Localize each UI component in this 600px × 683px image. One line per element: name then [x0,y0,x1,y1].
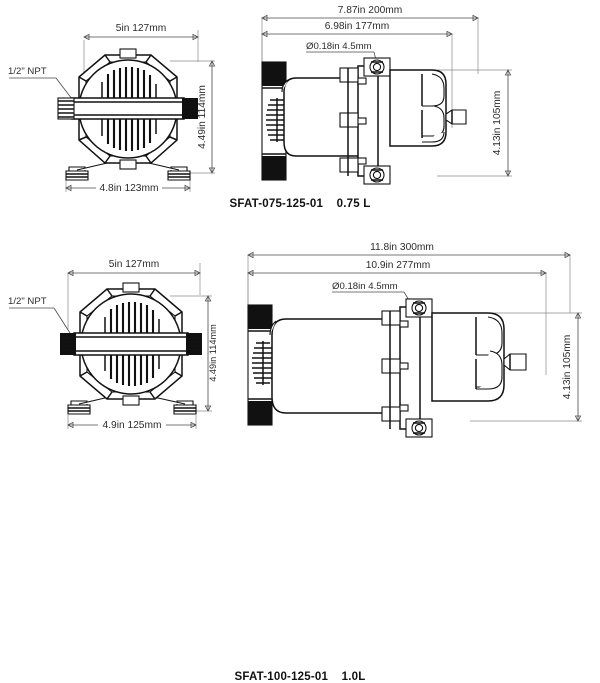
outlet-nozzle-side [445,109,467,125]
npt-port-right-front-2 [186,333,202,355]
dim-label-side-inner: 6.98in 177mm [325,21,390,32]
callout-npt-front: 1/2" NPT [8,66,73,100]
dim-label-front-right-2: 4.49in 114mm [208,324,218,382]
callout-label-npt: 1/2" NPT [8,66,47,77]
pump-body-front-2 [73,293,189,395]
dim-side-length-inner-2: 10.9in 277mm [247,260,547,375]
front-view-sfat-075: 5in 127mm 4.49in 114mm [8,23,216,194]
callout-npt-front-2: 1/2" NPT [8,296,71,334]
npt-port-left-front-2 [60,333,76,355]
side-view-sfat-100: 11.8in 300mm 10.9in 277mm Ø0.18in 4.5mm [247,242,582,438]
front-view-sfat-100: 5in 127mm 4.49in 114mm [8,259,218,431]
tank-body-side [281,77,365,157]
side-view-sfat-075: 7.87in 200mm 6.98in 177mm Ø0.18in 4.5mm [261,5,512,185]
drawing-sfat-075: 5in 127mm 4.49in 114mm [8,5,512,194]
dim-label-side-outer-2: 11.8in 300mm [370,242,434,253]
port-thread-detail-side-2 [252,341,274,385]
motor-housing-side [389,69,447,147]
dim-label-side-outer: 7.87in 200mm [338,5,403,16]
mounting-plate-side [339,65,379,177]
callout-label-bolt-hole: Ø0.18in 4.5mm [306,41,372,52]
caption-sfat-075: SFAT-075-125-01 0.75 L [229,198,371,210]
dim-label-side-inner-2: 10.9in 277mm [366,260,431,271]
bolt-boss-bottom-side-2[interactable] [405,418,433,438]
drawing-sfat-100: 5in 127mm 4.49in 114mm [8,242,582,438]
callout-label-npt-2: 1/2" NPT [8,296,47,307]
dim-label-side-right-2: 4.13in 105mm [562,335,573,400]
motor-housing-side-2 [431,312,505,402]
dim-side-height-right: 4.13in 105mm [437,69,512,177]
dim-label-front-bottom: 4.8in 123mm [100,183,159,194]
bolt-boss-bottom-side[interactable] [363,165,391,185]
dim-front-width-bottom: 4.8in 123mm [65,178,191,194]
dim-label-front-top-2: 5in 127mm [109,259,159,270]
callout-label-bolt-hole-2: Ø0.18in 4.5mm [332,281,398,292]
drawing-block-sfat-075: 5in 127mm 4.49in 114mm [0,0,600,233]
dim-label-front-right: 4.49in 114mm [197,85,208,149]
npt-port-side-2 [247,304,274,426]
npt-port-left-front [57,97,75,120]
dim-label-front-bottom-2: 4.9in 125mm [103,420,162,431]
dim-front-width-top-2: 5in 127mm [67,259,201,329]
bolt-boss-top-side[interactable] [363,57,391,77]
dim-label-side-right: 4.13in 105mm [492,91,503,156]
dim-label-front-top: 5in 127mm [116,23,166,34]
tank-body-side-2 [269,318,411,414]
pump-body-front [71,59,185,159]
dim-front-width-bottom-2: 4.9in 125mm [67,415,197,431]
npt-port-right-front [182,98,198,119]
caption-sfat-100: SFAT-100-125-01 1.0L [234,671,366,683]
callout-bolt-hole-side-2: Ø0.18in 4.5mm [332,281,413,306]
bolt-boss-top-side-2[interactable] [405,298,433,318]
outlet-nozzle-side-2 [503,353,527,371]
mounting-plate-side-2 [381,306,421,430]
drawing-block-sfat-100: 5in 127mm 4.49in 114mm [0,233,600,683]
